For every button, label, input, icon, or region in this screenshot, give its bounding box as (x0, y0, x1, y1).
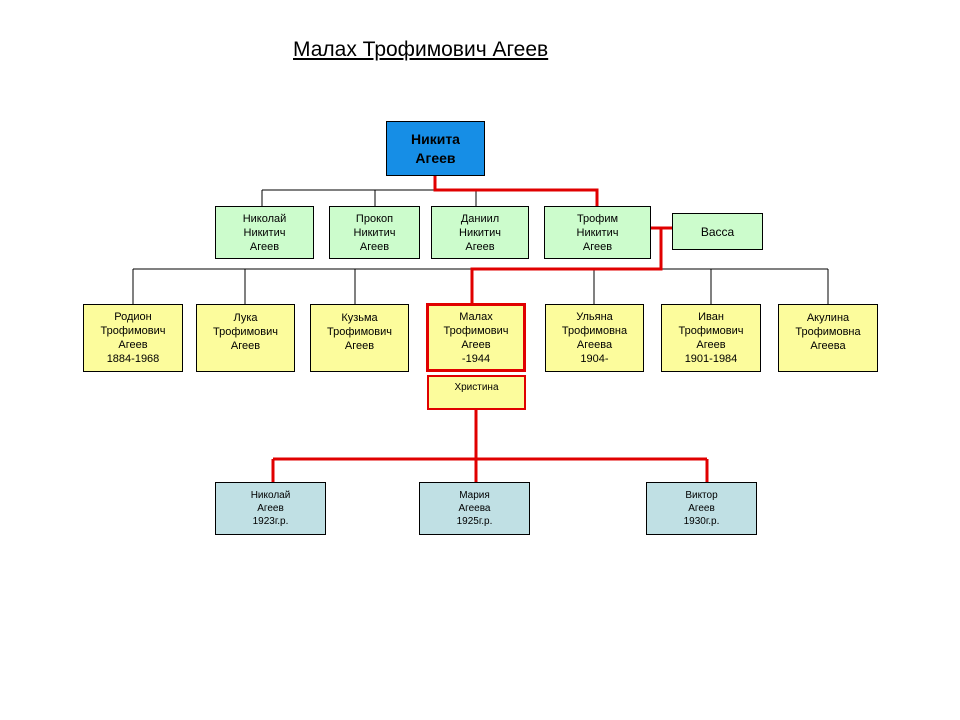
chart-title: Малах Трофимович Агеев (293, 38, 549, 61)
node-kuzma: Кузьма Трофимович Агеев (310, 304, 409, 372)
node-prokop: Прокоп Никитич Агеев (329, 206, 420, 259)
node-khristina: Христина (427, 375, 526, 410)
node-label: Акулина Трофимовна Агеева (795, 312, 861, 352)
node-malakh: Малах Трофимович Агеев -1944 (426, 303, 526, 372)
node-ulyana: Ульяна Трофимовна Агеева 1904- (545, 304, 644, 372)
node-luka: Лука Трофимович Агеев (196, 304, 295, 372)
lineage-path (271, 176, 709, 482)
node-label: Васса (700, 224, 735, 239)
node-label: Лука Трофимович Агеев (213, 312, 278, 352)
node-label: Христина (454, 382, 499, 393)
node-label: Прокоп Никитич Агеев (353, 212, 396, 253)
node-label: Иван Трофимович Агеев 1901-1984 (678, 311, 744, 365)
node-label: Никита Агеев (411, 130, 460, 166)
node-label: Даниил Никитич Агеев (459, 212, 501, 253)
node-label: Малах Трофимович Агеев -1944 (443, 310, 509, 365)
node-label: Николай Никитич Агеев (242, 212, 287, 253)
node-viktor: Виктор Агеев 1930г.р. (646, 482, 757, 535)
node-nikolay-nikitich: Николай Никитич Агеев (215, 206, 314, 259)
node-trofim: Трофим Никитич Агеев (544, 206, 651, 259)
node-label: Николай Агеев 1923г.р. (250, 490, 291, 527)
node-nikolay-ageev: Николай Агеев 1923г.р. (215, 482, 326, 535)
node-label: Ульяна Трофимовна Агеева 1904- (561, 311, 628, 365)
node-vassa: Васса (672, 213, 763, 250)
node-nikita: Никита Агеев (386, 121, 485, 176)
node-daniil: Даниил Никитич Агеев (431, 206, 529, 259)
node-ivan: Иван Трофимович Агеев 1901-1984 (661, 304, 761, 372)
node-label: Родион Трофимович Агеев 1884-1968 (100, 311, 166, 365)
node-label: Мария Агеева 1925г.р. (456, 490, 493, 527)
node-label: Кузьма Трофимович Агеев (327, 312, 392, 352)
node-mariya: Мария Агеева 1925г.р. (419, 482, 530, 535)
node-label: Виктор Агеев 1930г.р. (683, 490, 720, 527)
node-label: Трофим Никитич Агеев (576, 212, 619, 253)
node-akulina: Акулина Трофимовна Агеева (778, 304, 878, 372)
node-rodion: Родион Трофимович Агеев 1884-1968 (83, 304, 183, 372)
